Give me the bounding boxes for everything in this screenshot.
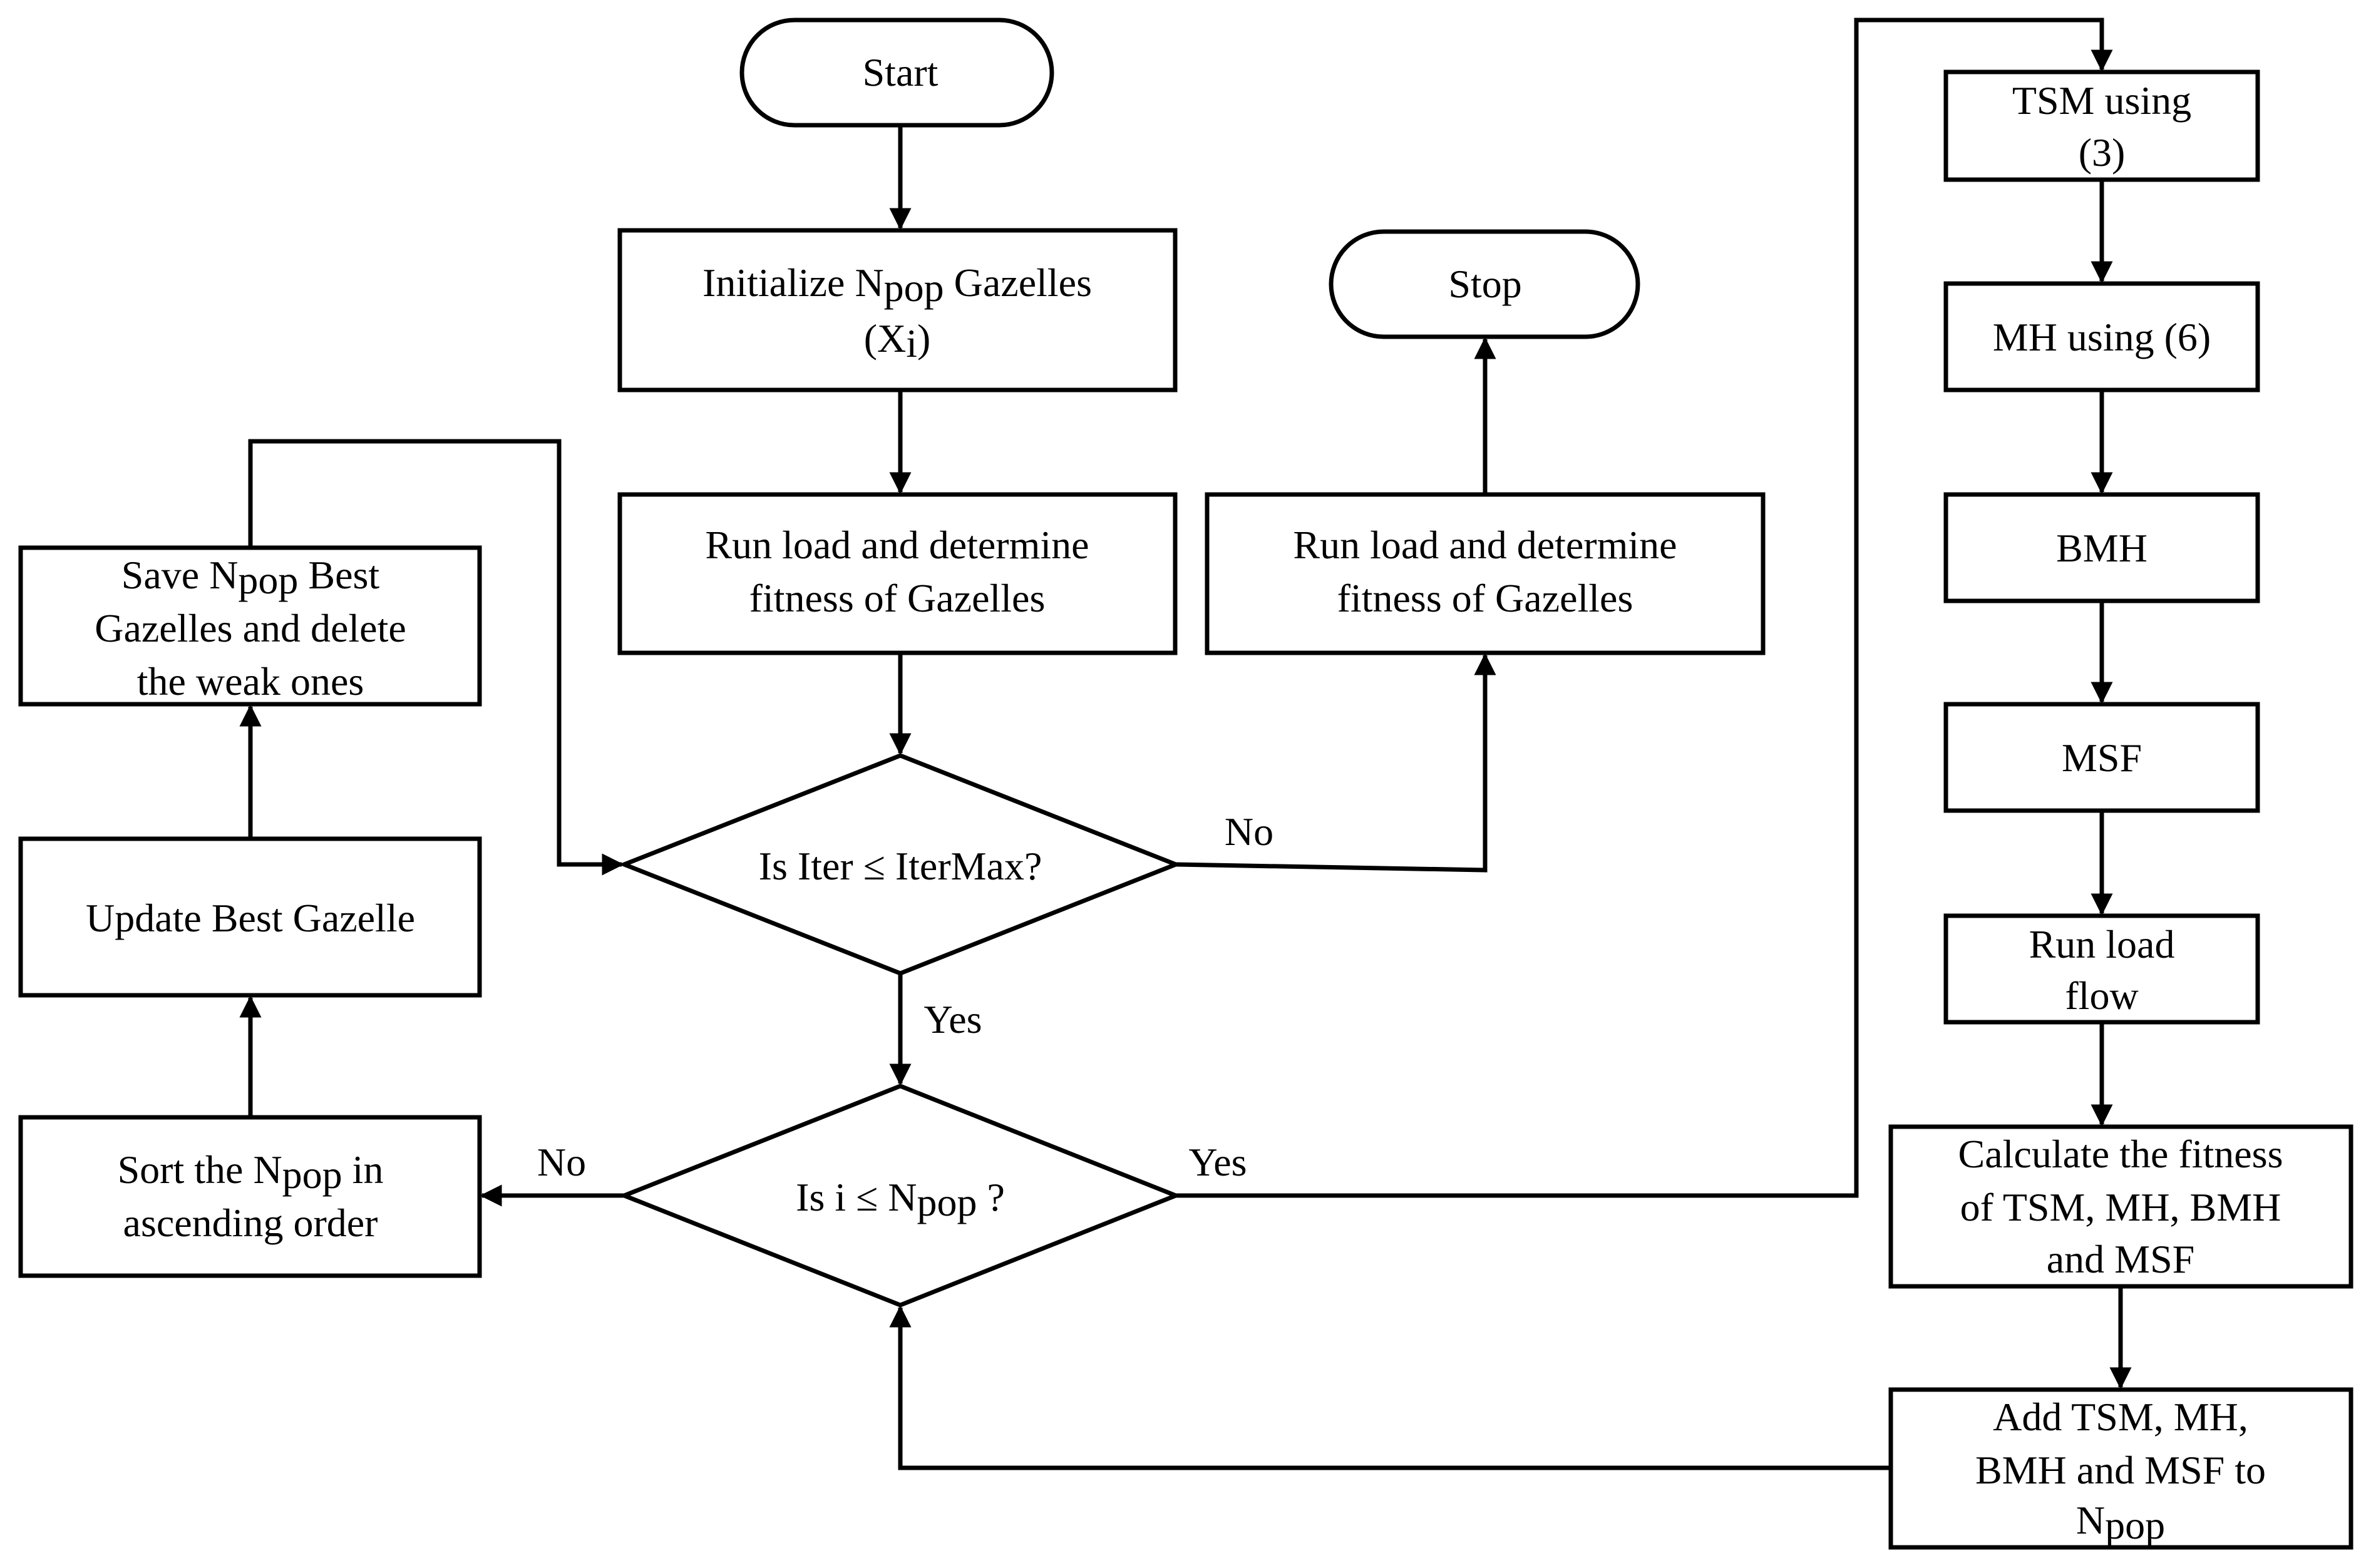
initialize-node: Initialize Npop Gazelles (Xi) [617,228,1178,392]
connectors [239,18,2132,1470]
add-to-population-line3: Npop [2076,1498,2165,1547]
sort-line1: Sort the Npop in [118,1147,384,1197]
run-load-fitness-line1: Run load and determine [705,523,1089,567]
mh-node: MH using (6) [1943,281,2260,392]
initialize-label-line2: (Xi) [864,316,931,366]
calculate-fitness-line3: and MSF [2047,1237,2195,1281]
update-best-label: Update Best Gazelle [86,896,415,940]
edge-save-decision-iter [248,439,624,876]
sort-line2: ascending order [123,1201,378,1245]
run-load-flow-line1: Run load [2029,922,2175,966]
save-best-line3: the weak ones [137,659,364,704]
tsm-node: TSM using (3) [1943,69,2260,182]
decision-i-node: Is i ≤ Npop ? [618,1084,1182,1308]
msf-node: MSF [1943,702,2260,813]
mh-label: MH using (6) [1993,315,2211,359]
calculate-fitness-node: Calculate the fitness of TSM, MH, BMH an… [1888,1124,2353,1289]
i-yes-label: Yes [1188,1140,1247,1184]
stop-label: Stop [1448,262,1521,306]
start-node: Start [739,18,1054,128]
edge-i-yes-tsm [1176,18,2113,1198]
i-no-label: No [537,1140,586,1184]
save-best-node: Save Npop Best Gazelles and delete the w… [18,545,482,707]
update-best-node: Update Best Gazelle [18,836,482,998]
sort-node: Sort the Npop in ascending order [18,1115,482,1278]
initialize-label-line1: Initialize Npop Gazelles [702,260,1092,310]
edge-add-decision-i [889,1305,1891,1470]
run-load-fitness-line2: fitness of Gazelles [749,576,1046,620]
run-load-fitness-final-line1: Run load and determine [1293,523,1677,567]
add-to-population-line2: BMH and MSF to [1975,1448,2266,1492]
iter-yes-label: Yes [923,997,982,1042]
tsm-line1: TSM using [2012,78,2191,123]
msf-label: MSF [2062,735,2142,780]
run-load-fitness-final-line2: fitness of Gazelles [1337,576,1633,620]
save-best-line2: Gazelles and delete [95,606,406,650]
run-load-flow-node: Run load flow [1943,913,2260,1025]
tsm-line2: (3) [2079,130,2126,175]
add-to-population-line1: Add TSM, MH, [1993,1395,2248,1439]
calculate-fitness-line2: of TSM, MH, BMH [1960,1185,2281,1229]
edge-iter-no-runload-final [1175,653,1496,873]
calculate-fitness-line1: Calculate the fitness [1958,1132,2283,1176]
iter-no-label: No [1225,809,1273,854]
run-load-fitness-node: Run load and determine fitness of Gazell… [617,492,1178,655]
start-label: Start [863,50,939,95]
decision-i-label: Is i ≤ Npop ? [796,1175,1005,1224]
decision-iter-node: Is Iter ≤ IterMax? [618,753,1182,976]
bmh-node: BMH [1943,492,2260,603]
run-load-flow-line2: flow [2065,973,2138,1018]
bmh-label: BMH [2056,526,2147,570]
decision-iter-label: Is Iter ≤ IterMax? [759,844,1042,888]
run-load-fitness-final-node: Run load and determine fitness of Gazell… [1205,492,1766,655]
save-best-line1: Save Npop Best [121,553,380,602]
stop-node: Stop [1329,229,1640,339]
add-to-population-node: Add TSM, MH, BMH and MSF to Npop [1888,1387,2353,1550]
